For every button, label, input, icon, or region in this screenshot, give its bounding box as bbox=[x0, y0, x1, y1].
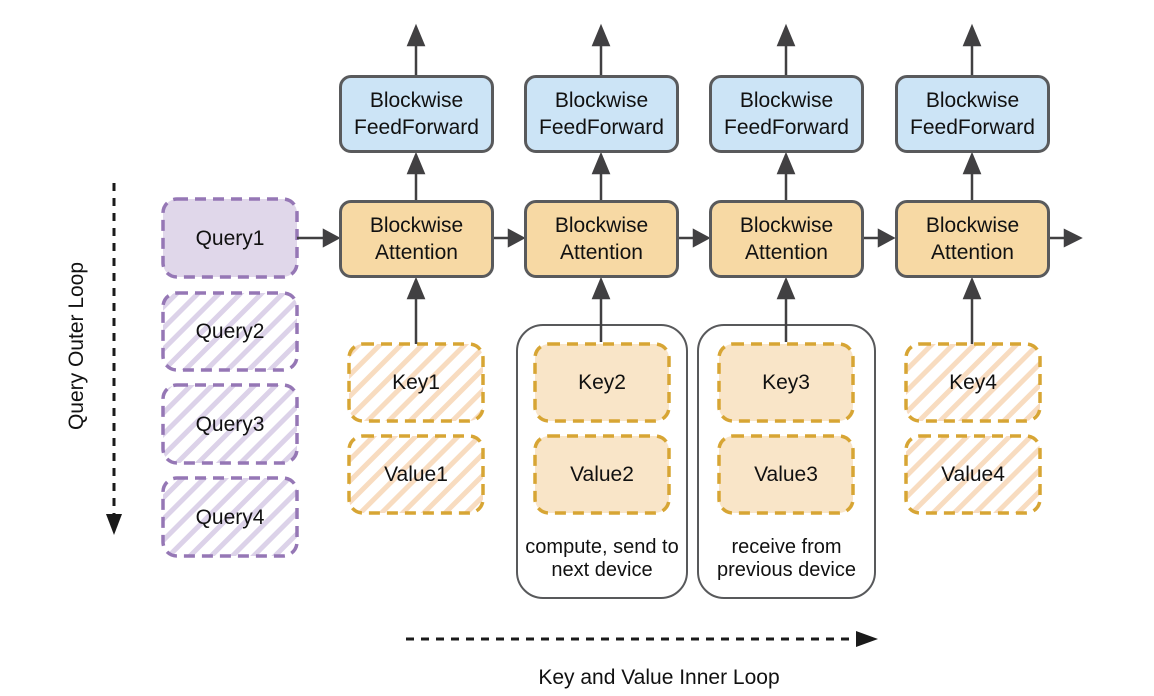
value-block-3-label: Value3 bbox=[754, 463, 818, 486]
arrow-output-2 bbox=[591, 23, 611, 75]
inner-loop-label: Key and Value Inner Loop bbox=[538, 666, 780, 689]
feedforward-box-4-line2: FeedForward bbox=[910, 116, 1035, 139]
arrow-kv-to-attn-3 bbox=[776, 276, 796, 342]
key-block-1-label: Key1 bbox=[392, 371, 440, 394]
key-block-4-label: Key4 bbox=[949, 371, 997, 394]
value-block-3-shape bbox=[717, 434, 855, 515]
attention-box-2-line1: Blockwise bbox=[554, 214, 649, 237]
arrow-attn-to-ff-3 bbox=[776, 151, 796, 200]
query-block-3-label: Query3 bbox=[195, 412, 265, 436]
arrow-attn-to-ff-2 bbox=[591, 151, 611, 200]
arrow-kv-to-attn-1 bbox=[406, 276, 426, 344]
arrow-attn-1-2 bbox=[494, 228, 526, 248]
value-block-2: Value2 bbox=[535, 436, 669, 513]
value-block-1-shape bbox=[347, 434, 485, 515]
caption-compute-line1: compute, send to bbox=[525, 536, 679, 558]
arrow-attn-4-out bbox=[1050, 228, 1083, 248]
query-block-2-shape bbox=[161, 291, 299, 372]
query-block-3-shape bbox=[161, 383, 299, 465]
attention-box-1-line1: Blockwise bbox=[369, 214, 464, 237]
arrow-query-to-attn bbox=[297, 228, 341, 248]
arrow-kv-to-attn-4 bbox=[962, 276, 982, 344]
query-block-4-shape bbox=[161, 476, 299, 558]
key-block-4-shape bbox=[904, 342, 1042, 423]
value-block-4-shape bbox=[904, 434, 1042, 515]
value-block-4-label: Value4 bbox=[941, 463, 1005, 486]
inner-loop-arrow bbox=[406, 631, 878, 647]
attention-box-2: Blockwise Attention bbox=[524, 200, 679, 278]
attention-box-1-line2: Attention bbox=[375, 241, 458, 264]
arrow-attn-to-ff-4 bbox=[962, 151, 982, 200]
arrow-output-3 bbox=[776, 23, 796, 75]
feedforward-box-1-line2: FeedForward bbox=[354, 116, 479, 139]
key-block-2-label: Key2 bbox=[578, 371, 626, 394]
attention-box-1: Blockwise Attention bbox=[339, 200, 494, 278]
key-block-3-label: Key3 bbox=[762, 371, 810, 394]
caption-compute: compute, send to next device bbox=[515, 536, 689, 582]
attention-box-3-line1: Blockwise bbox=[739, 214, 834, 237]
key-block-2: Key2 bbox=[535, 344, 669, 421]
feedforward-box-4-line1: Blockwise bbox=[925, 89, 1020, 112]
feedforward-box-1: Blockwise FeedForward bbox=[339, 75, 494, 153]
value-block-4: Value4 bbox=[906, 436, 1040, 513]
attention-box-3-line2: Attention bbox=[745, 241, 828, 264]
query-block-2: Query2 bbox=[163, 293, 297, 370]
arrow-attn-2-3 bbox=[679, 228, 711, 248]
value-block-1-label: Value1 bbox=[384, 463, 448, 486]
query-block-1: Query1 bbox=[163, 199, 297, 277]
query-block-1-label: Query1 bbox=[195, 226, 265, 250]
key-block-1: Key1 bbox=[349, 344, 483, 421]
attention-box-3: Blockwise Attention bbox=[709, 200, 864, 278]
key-block-2-shape bbox=[533, 342, 671, 423]
feedforward-box-2: Blockwise FeedForward bbox=[524, 75, 679, 153]
feedforward-box-1-line1: Blockwise bbox=[369, 89, 464, 112]
arrow-attn-3-4 bbox=[864, 228, 896, 248]
caption-receive: receive from previous device bbox=[698, 536, 875, 582]
value-block-1: Value1 bbox=[349, 436, 483, 513]
key-block-1-shape bbox=[347, 342, 485, 423]
key-block-3: Key3 bbox=[719, 344, 853, 421]
feedforward-box-3: Blockwise FeedForward bbox=[709, 75, 864, 153]
feedforward-box-3-line2: FeedForward bbox=[724, 116, 849, 139]
feedforward-box-2-line1: Blockwise bbox=[554, 89, 649, 112]
feedforward-box-2-line2: FeedForward bbox=[539, 116, 664, 139]
caption-receive-line1: receive from bbox=[731, 536, 842, 558]
outer-loop-arrow bbox=[106, 183, 122, 535]
feedforward-box-4: Blockwise FeedForward bbox=[895, 75, 1050, 153]
arrow-attn-to-ff-1 bbox=[406, 151, 426, 200]
key-block-4: Key4 bbox=[906, 344, 1040, 421]
arrow-kv-to-attn-2 bbox=[591, 276, 611, 342]
attention-box-2-line2: Attention bbox=[560, 241, 643, 264]
attention-box-4: Blockwise Attention bbox=[895, 200, 1050, 278]
key-block-3-shape bbox=[717, 342, 855, 423]
value-block-2-shape bbox=[533, 434, 671, 515]
query-block-4: Query4 bbox=[163, 478, 297, 556]
query-block-2-label: Query2 bbox=[195, 320, 265, 343]
attention-box-4-line2: Attention bbox=[931, 241, 1014, 264]
caption-receive-line2: previous device bbox=[717, 559, 856, 581]
arrow-output-1 bbox=[406, 23, 426, 75]
value-block-3: Value3 bbox=[719, 436, 853, 513]
feedforward-box-3-line1: Blockwise bbox=[739, 89, 834, 112]
attention-box-4-line1: Blockwise bbox=[925, 214, 1020, 237]
value-block-2-label: Value2 bbox=[570, 463, 634, 486]
caption-compute-line2: next device bbox=[551, 559, 653, 581]
query-block-4-label: Query4 bbox=[195, 505, 265, 529]
query-block-3: Query3 bbox=[163, 385, 297, 463]
arrow-output-4 bbox=[962, 23, 982, 75]
outer-loop-label: Query Outer Loop bbox=[65, 261, 88, 431]
